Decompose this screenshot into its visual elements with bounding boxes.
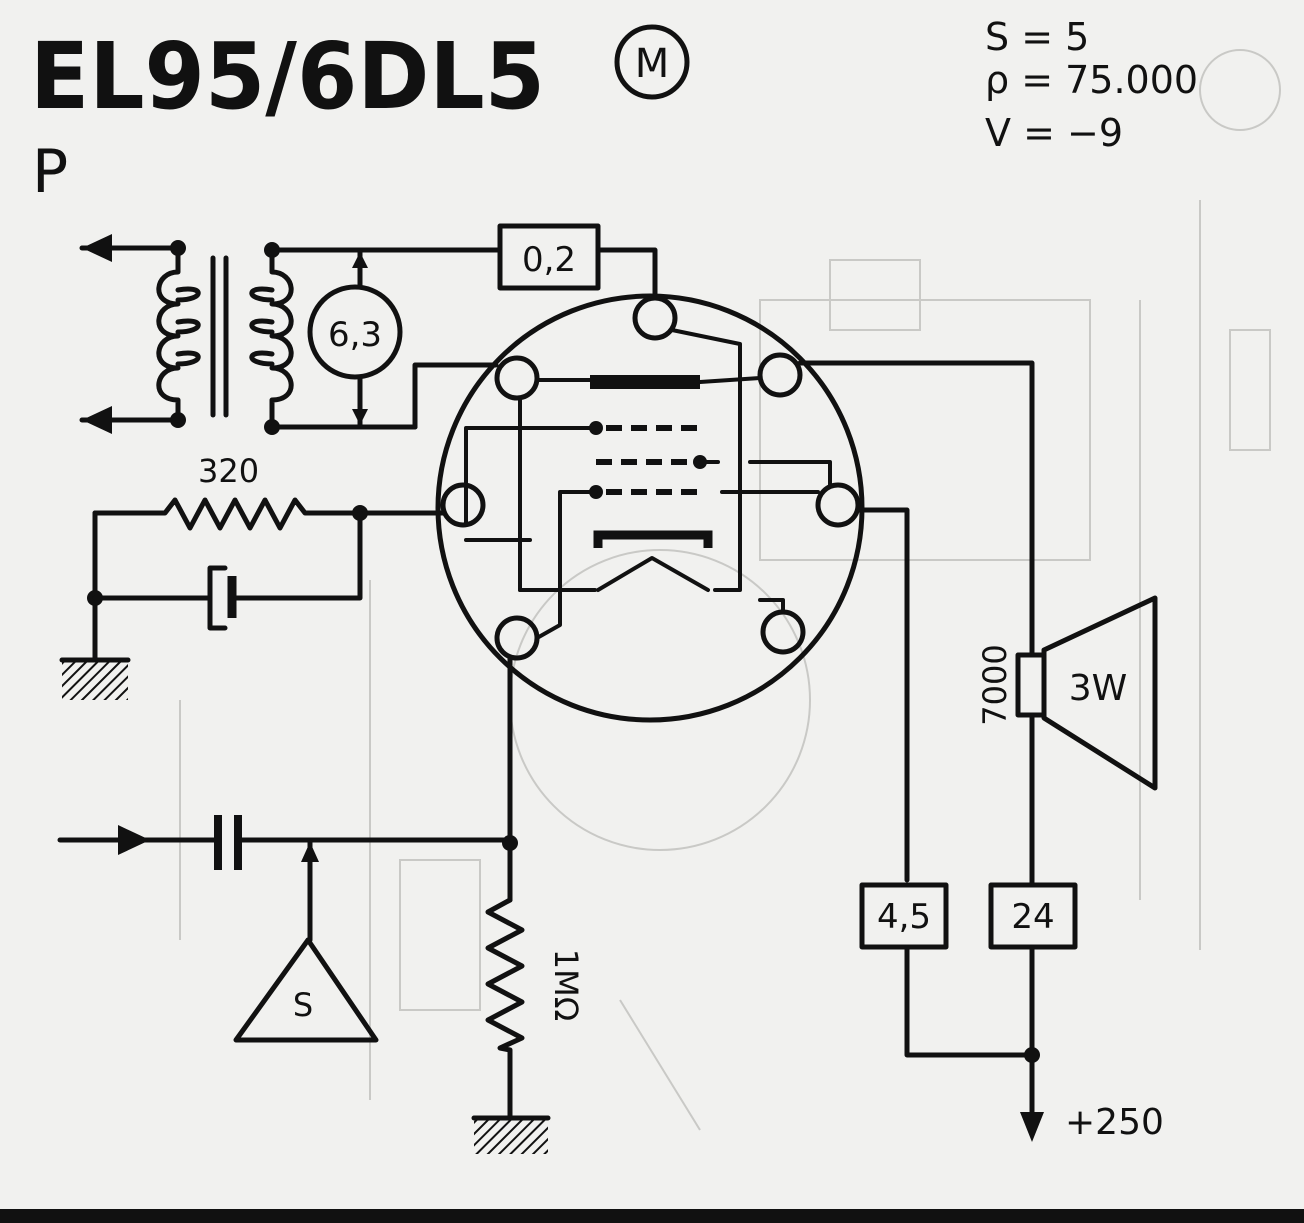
resistor-320-label: 320: [198, 452, 259, 490]
ground-symbol-bottom: [474, 1118, 548, 1154]
input-network: S: [57, 815, 518, 1043]
output-impedance-label: 7000: [976, 644, 1014, 725]
tube-pin-5: [815, 482, 861, 528]
heater-voltage-label: 6,3: [328, 315, 382, 355]
tube-pin-7: [760, 609, 806, 655]
heater-current-label: 0,2: [522, 240, 576, 280]
m-badge-label: M: [635, 41, 670, 87]
input-arrow-icon: [118, 825, 150, 855]
supply-arrow-icon: [1020, 1112, 1044, 1142]
tube-pin-4: [440, 482, 486, 528]
screen-current-label: 4,5: [877, 897, 931, 937]
spec-line-v: V = −9: [985, 111, 1123, 155]
speaker-magnet: [1015, 652, 1047, 718]
heater-voltmeter: 6,3: [269, 247, 503, 430]
el95-tube-symbol: [435, 293, 865, 723]
speaker-power-label: 3W: [1069, 668, 1128, 709]
ground-symbol-left: [62, 660, 128, 700]
tube-pin-3: [757, 352, 803, 398]
tube-pin-1: [632, 295, 678, 341]
signal-source-label: S: [293, 986, 313, 1024]
tube-pin-2: [494, 355, 540, 401]
grid-resistor: 1MΩ: [471, 655, 585, 1154]
output-arrow-top-icon: [82, 234, 112, 262]
tube-class-label: P: [32, 137, 68, 207]
tube-type-title: EL95/6DL5: [30, 23, 545, 130]
plate-current-label: 24: [1011, 897, 1054, 937]
signal-source-triangle: [233, 937, 379, 1043]
spec-line-rho: ρ = 75.000: [985, 58, 1198, 102]
output-network: 3W 7000 4,5 24 +250: [797, 360, 1164, 1143]
screen-current-meter: [859, 882, 949, 950]
speaker-cone: [1041, 595, 1158, 791]
cathode-bias-network: 320: [59, 452, 446, 700]
supply-voltage-label: +250: [1065, 1102, 1164, 1143]
spec-line-s: S = 5: [985, 15, 1089, 59]
grid-resistor-label: 1MΩ: [547, 949, 585, 1021]
m-circle-badge: M: [614, 24, 690, 100]
output-arrow-bottom-icon: [82, 406, 112, 434]
bottom-border: [0, 1209, 1304, 1223]
heater-current-meter: 0,2: [497, 223, 658, 299]
heater-transformer: [79, 234, 294, 435]
